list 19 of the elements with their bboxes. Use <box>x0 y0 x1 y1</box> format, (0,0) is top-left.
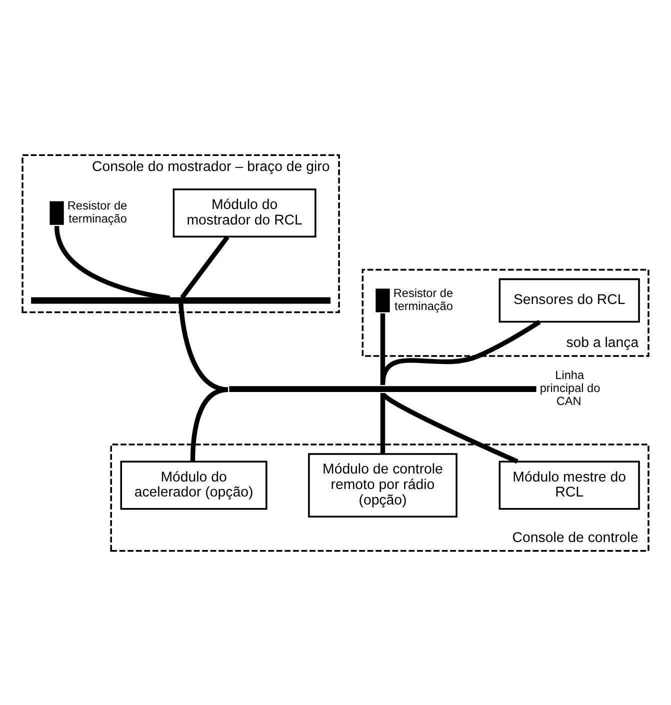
node-box <box>376 288 390 312</box>
connector <box>380 312 386 384</box>
connector <box>380 391 518 464</box>
node-bar <box>31 296 330 304</box>
node-box: Módulo do mostrador do RCL <box>172 188 316 238</box>
connector <box>180 235 230 299</box>
connector <box>54 225 170 300</box>
connector <box>178 302 228 392</box>
connector <box>380 392 386 454</box>
node-box: Sensores do RCL <box>498 278 640 322</box>
node-bar <box>229 386 536 392</box>
node-label: Resistor de terminação <box>67 198 128 225</box>
node-box: Módulo mestre do RCL <box>498 460 640 510</box>
connector <box>190 386 228 461</box>
node-box: Módulo de controle remoto por rádio (opção) <box>308 452 458 517</box>
node-box: Módulo do acelerador (opção) <box>120 460 268 510</box>
node-box <box>50 200 64 224</box>
node-label: Resistor de terminação <box>393 285 454 312</box>
node-label: Linha principal do CAN <box>540 367 600 408</box>
